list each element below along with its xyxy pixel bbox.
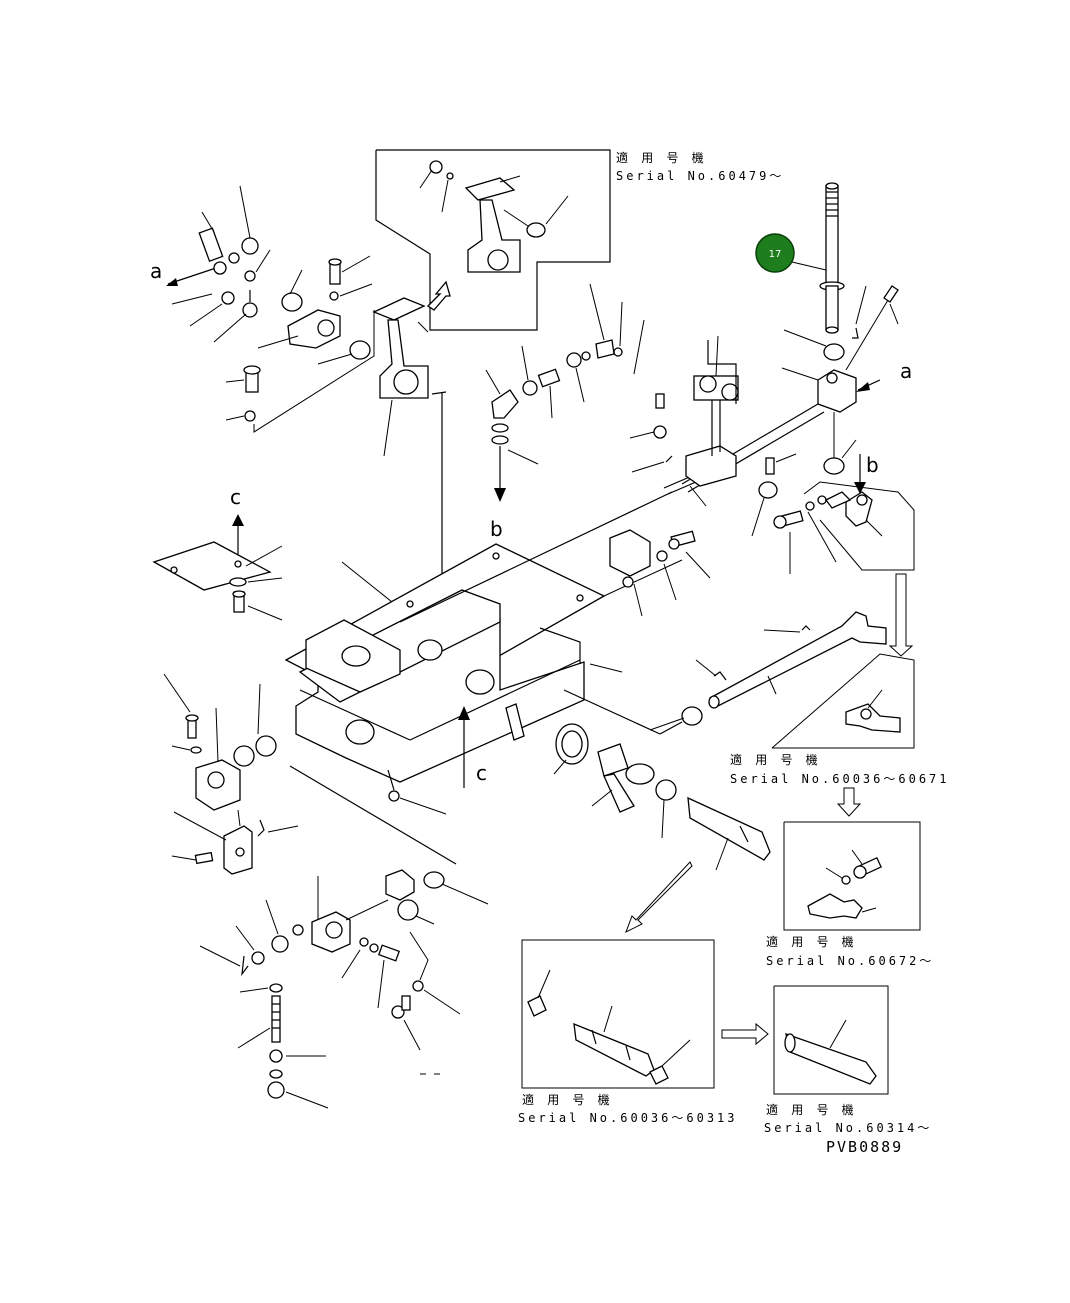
centre-bracket: [372, 297, 447, 660]
centre-right-parts: [609, 529, 711, 617]
inset-5-title: 適 用 号 機: [766, 1102, 857, 1117]
view-letter-a-left: a: [150, 259, 162, 283]
inset-1-serial: Serial No.60479～: [616, 169, 784, 183]
left-plate: c: [152, 485, 283, 621]
left-top-linkage: a: [150, 185, 375, 433]
callout-17-label: 17: [769, 249, 782, 260]
view-letter-a-right: a: [900, 359, 912, 383]
callout-17-badge[interactable]: 17: [755, 233, 795, 273]
inset-serial-60479: 適 用 号 機 Serial No.60479～: [375, 149, 784, 331]
inset-1-title: 適 用 号 機: [616, 150, 707, 165]
inset-serial-60036-60313: 適 用 号 機 Serial No.60036～60313: [518, 939, 769, 1125]
view-letter-b-top: b: [490, 517, 503, 541]
inset-4-serial: Serial No.60036～60313: [518, 1111, 738, 1125]
lower-centre-parts: [553, 723, 771, 934]
view-letter-c-bottom: c: [476, 761, 487, 785]
inset-2-serial: Serial No.60036～60671: [730, 772, 950, 786]
main-housing: b c: [284, 491, 683, 865]
view-letter-c-top: c: [230, 485, 241, 509]
centre-fittings: [485, 283, 645, 502]
inset-serial-60036-60671: 適 用 号 機 Serial No.60036～60671: [649, 611, 950, 817]
left-mount: [163, 673, 299, 875]
shift-lever-assembly: 17 a: [629, 182, 915, 657]
inset-3-serial: Serial No.60672～: [766, 954, 934, 968]
inset-2-title: 適 用 号 機: [730, 752, 821, 767]
inset-4-title: 適 用 号 機: [522, 1092, 613, 1107]
inset-serial-60314: 適 用 号 機 Serial No.60314～: [764, 985, 932, 1135]
drawing-code: PVB0889: [826, 1138, 903, 1156]
pointer-arrow-inset-1: [426, 280, 451, 311]
lower-left-linkage: [199, 869, 489, 1109]
inset-5-serial: Serial No.60314～: [764, 1121, 932, 1135]
inset-3-title: 適 用 号 機: [766, 934, 857, 949]
view-letter-b-right: b: [866, 453, 879, 477]
inset-serial-60672: 適 用 号 機 Serial No.60672～: [766, 821, 934, 968]
